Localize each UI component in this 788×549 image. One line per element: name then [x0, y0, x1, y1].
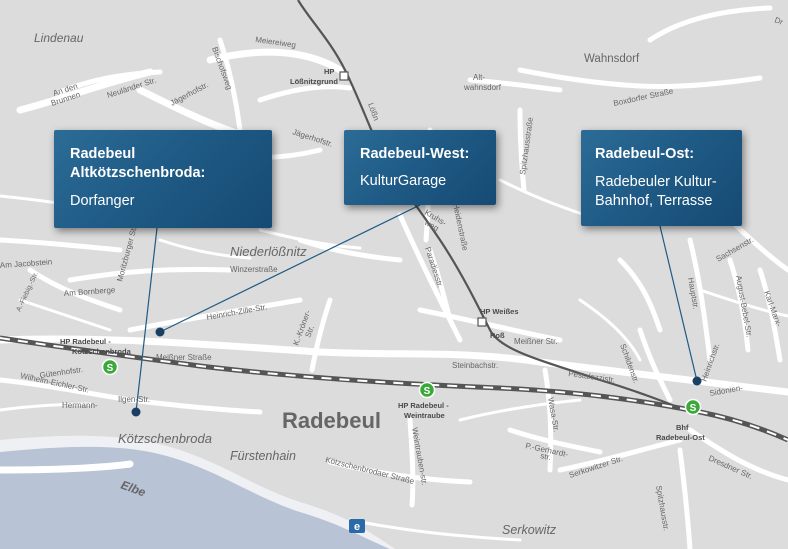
street-label: Ilgen-Str.: [118, 395, 150, 404]
callout-pointers: [135, 204, 698, 413]
sbahn-station-radebeul-ost: S: [684, 398, 702, 416]
main-railway: [0, 335, 788, 443]
narrow-gauge-stop-loessnitzgrund: [339, 71, 349, 81]
district-label-wahnsdorf: Wahnsdorf: [584, 53, 640, 65]
district-label-lindenau: Lindenau: [34, 31, 84, 45]
street-label: Winzerstraße: [230, 265, 278, 274]
street-label: Am Jacobstein: [0, 257, 52, 270]
station-label-rb-ost-1: Bhf: [676, 423, 689, 432]
s-bahn-symbol: S: [424, 386, 431, 397]
callout-title: Radebeul Altkötzschenbroda:: [70, 146, 206, 181]
street-label: Meißner Straße: [156, 353, 212, 362]
callout-radebeul-ost: Radebeul-Ost: Radebeuler Kultur- Bahnhof…: [581, 130, 742, 226]
callout-subtitle: Radebeuler Kultur- Bahnhof, Terrasse: [595, 174, 717, 209]
station-label-loessnitzgrund-2: Lößnitzgrund: [290, 77, 338, 86]
callout-dot-altkoetzschenbroda: [131, 407, 141, 417]
sbahn-station-koetzschenbroda: S: [101, 358, 119, 376]
station-label-rb-koetz-1: HP Radebeul -: [60, 337, 111, 346]
district-label-altwahnsdorf-2: wahnsdorf: [463, 83, 502, 92]
street-label: Str.: [303, 324, 316, 338]
callout-subtitle: KulturGarage: [360, 173, 447, 189]
street-label: Meißner Str.: [514, 337, 558, 346]
street-label: Am Bornberge: [64, 285, 117, 298]
station-label-loessnitzgrund-1: HP: [324, 67, 334, 76]
s-bahn-symbol: S: [690, 403, 697, 414]
street-label: Hermann-: [62, 401, 98, 410]
station-label-rb-koetz-2: Kötzschenbroda: [72, 347, 132, 356]
station-label-weisses-ross-2: Roß: [490, 331, 505, 340]
callout-title: Radebeul-Ost:: [595, 146, 695, 162]
district-label-koetzschenbroda: Kötzschenbroda: [118, 431, 212, 446]
district-label-fuerstenhain: Fürstenhain: [230, 449, 296, 463]
svg-text:e: e: [354, 521, 360, 533]
elbe-river: [0, 446, 390, 549]
district-label-niederloessnitz: Niederlößnitz: [230, 244, 307, 259]
district-label-altwahnsdorf-1: Alt-: [473, 73, 485, 82]
street-label: str.: [540, 451, 552, 462]
ferry-icon: e: [349, 519, 365, 533]
station-label-rb-ost-2: Radebeul-Ost: [656, 433, 705, 442]
narrow-gauge-stop-weisses-ross: [477, 317, 487, 327]
road-network: [0, 5, 788, 549]
callout-radebeul-altkoetzschenbroda: Radebeul Altkötzschenbroda: Dorfanger: [54, 130, 272, 228]
callout-dot-radebeul-west: [155, 327, 165, 337]
city-label-radebeul: Radebeul: [282, 408, 381, 433]
callout-radebeul-west: Radebeul-West: KulturGarage: [344, 130, 496, 205]
narrow-gauge-railway: [297, 0, 691, 414]
street-label: Dr: [773, 15, 784, 26]
callout-subtitle: Dorfanger: [70, 193, 135, 209]
s-bahn-symbol: S: [107, 363, 114, 374]
station-label-rb-wein-1: HP Radebeul -: [398, 401, 449, 410]
station-label-rb-wein-2: Weintraube: [404, 411, 445, 420]
district-label-serkowitz: Serkowitz: [502, 523, 557, 537]
callout-dot-radebeul-ost: [692, 376, 702, 386]
street-label: Steinbachstr.: [452, 361, 498, 370]
station-label-weisses-ross-1: HP Weißes: [480, 307, 519, 316]
sbahn-station-weintraube: S: [418, 381, 436, 399]
callout-title: Radebeul-West:: [360, 146, 470, 162]
